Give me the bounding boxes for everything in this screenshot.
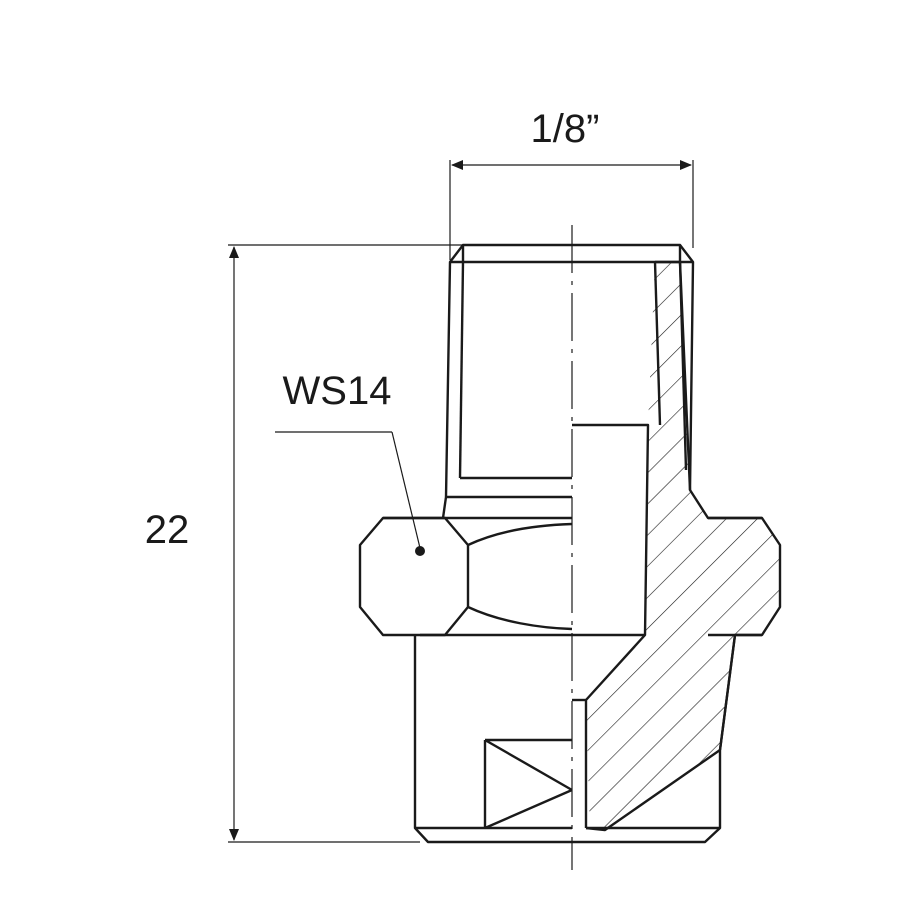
height-label: 22: [145, 508, 190, 552]
external-view: [358, 243, 573, 844]
leader-dot: [415, 546, 425, 556]
hex-outline: [358, 516, 572, 637]
thread-size-label: 1/8”: [531, 107, 600, 151]
body-outline: [413, 635, 572, 844]
window-cut: [483, 738, 573, 830]
wrench-size-leader: [275, 431, 425, 556]
wrench-size-label: WS14: [283, 369, 392, 413]
height-dimension: [228, 244, 572, 843]
section-view: [572, 243, 782, 844]
thread-dimension: [449, 160, 694, 260]
section-hatch: [586, 262, 780, 830]
thread-outline: [444, 243, 572, 498]
